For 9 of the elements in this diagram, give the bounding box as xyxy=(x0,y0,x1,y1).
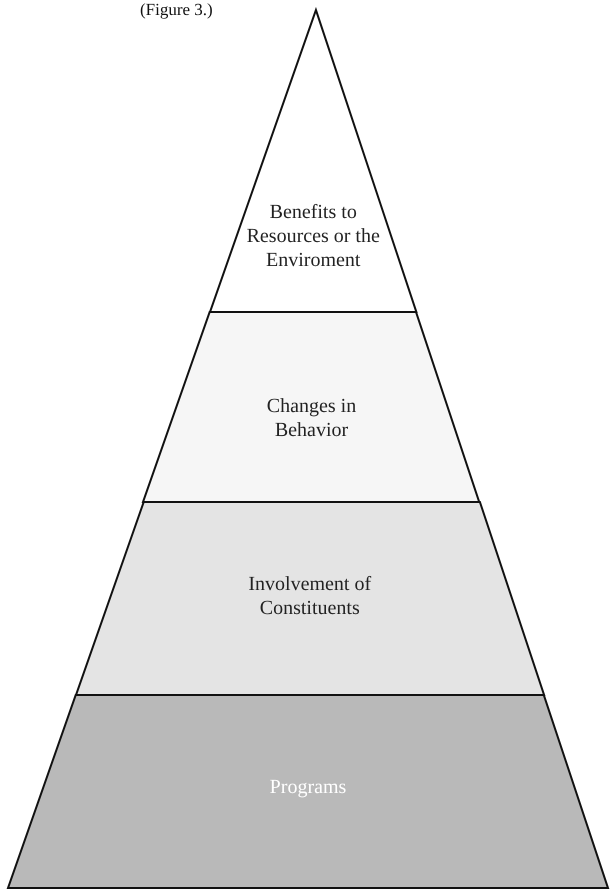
tier-label: Benefits to Resources or the Enviroment xyxy=(246,200,381,272)
tier-label: Changes in Behavior xyxy=(266,394,358,442)
pyramid-tier xyxy=(143,312,480,502)
tier-label: Programs xyxy=(268,775,348,799)
pyramid-apex xyxy=(210,10,416,312)
pyramid-tier xyxy=(76,502,544,695)
tier-label: Involvement of Constituents xyxy=(247,572,372,620)
pyramid-tier xyxy=(8,695,608,888)
figure-title: (Figure 3.) xyxy=(140,0,213,20)
